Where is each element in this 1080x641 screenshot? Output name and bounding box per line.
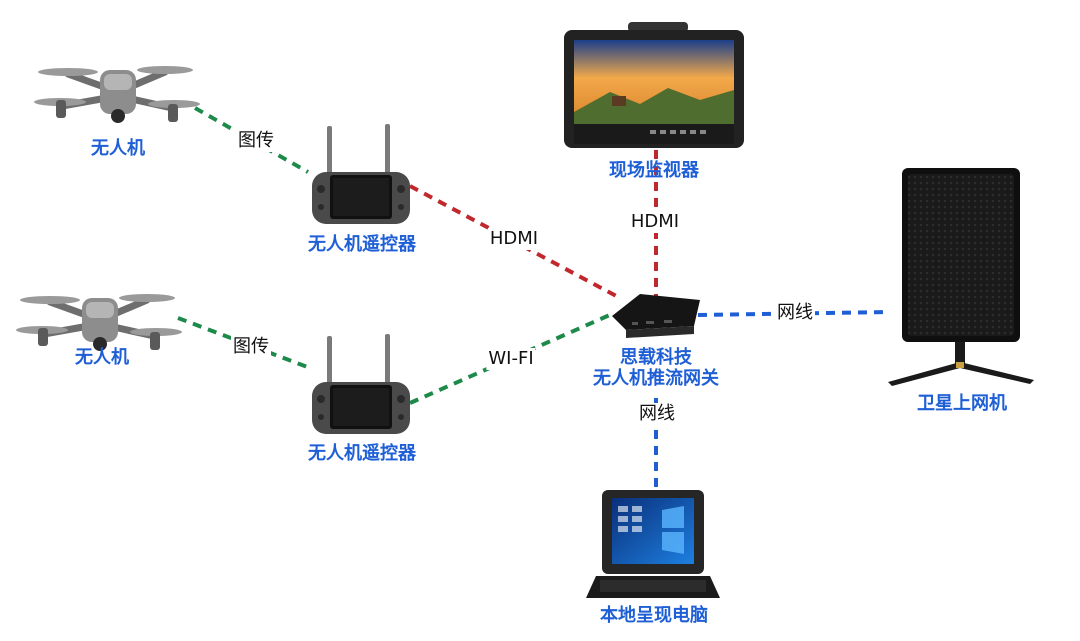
connections bbox=[177, 106, 889, 492]
monitor-label: 现场监视器 bbox=[609, 160, 699, 181]
edge-label-wifi: WI-FI bbox=[486, 348, 536, 370]
laptop-label: 本地呈现电脑 bbox=[600, 605, 708, 626]
controller-label-top: 无人机遥控器 bbox=[308, 234, 416, 255]
satellite-terminal-icon bbox=[888, 168, 1034, 386]
edge-label-hdmi-controller: HDMI bbox=[487, 228, 541, 250]
edge-label-ethernet-satellite: 网线 bbox=[775, 302, 815, 324]
field-monitor-icon bbox=[564, 22, 744, 148]
gateway-label-line1: 思载科技 bbox=[620, 347, 692, 368]
satellite-label: 卫星上网机 bbox=[917, 393, 1007, 414]
edge-label-video-bottom: 图传 bbox=[231, 336, 271, 358]
remote-controller-icon bbox=[312, 124, 410, 224]
remote-controller-icon bbox=[312, 334, 410, 434]
gateway-label-line2: 无人机推流网关 bbox=[593, 368, 719, 389]
drone-icon bbox=[16, 294, 182, 351]
edge-label-hdmi-monitor: HDMI bbox=[628, 211, 682, 233]
drone-label-bottom: 无人机 bbox=[75, 347, 129, 368]
edge-label-video-top: 图传 bbox=[236, 130, 276, 152]
drone-label-top: 无人机 bbox=[91, 138, 145, 159]
link-controller-bottom-gateway bbox=[409, 312, 613, 405]
drone-icon bbox=[34, 66, 200, 123]
rugged-laptop-icon bbox=[586, 490, 720, 598]
streaming-gateway-icon bbox=[612, 294, 700, 338]
controller-label-bottom: 无人机遥控器 bbox=[308, 443, 416, 464]
gateway-label: 思载科技 无人机推流网关 bbox=[593, 347, 719, 389]
edge-label-ethernet-laptop: 网线 bbox=[637, 403, 677, 425]
